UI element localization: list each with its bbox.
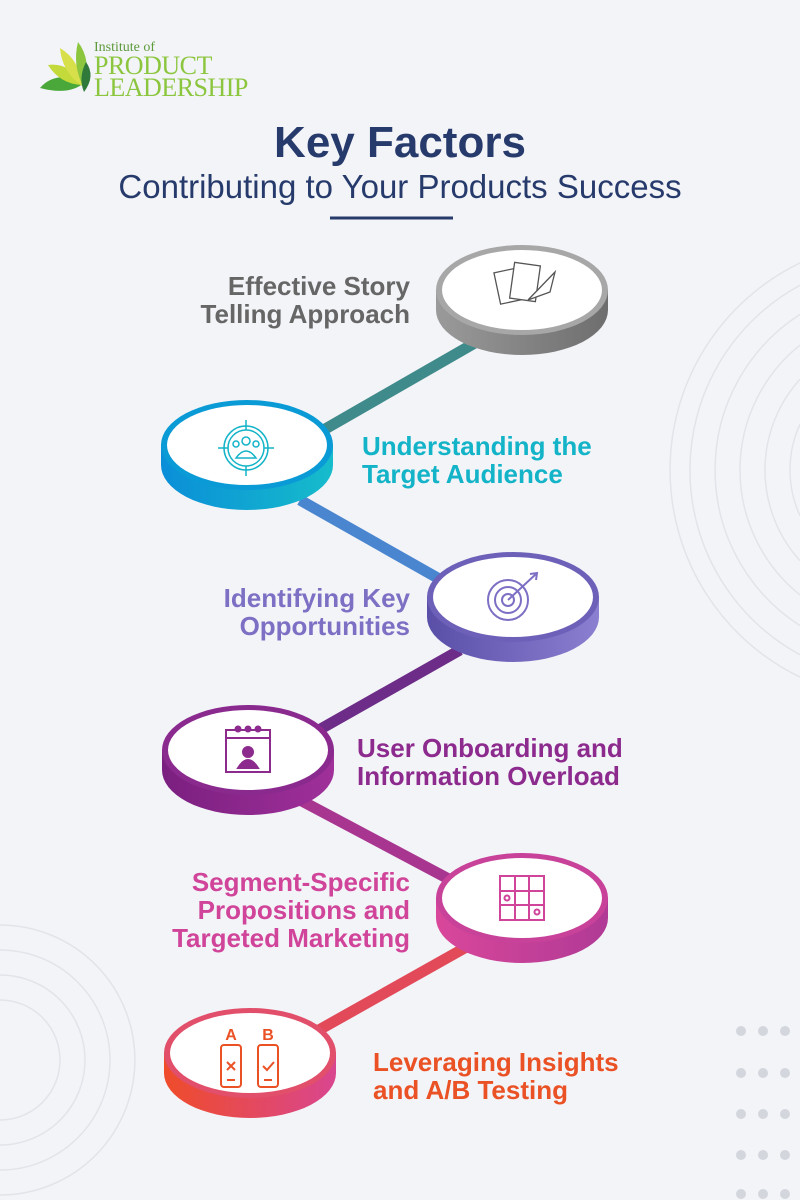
disc-5 bbox=[436, 853, 608, 963]
factor-label-line: Propositions and bbox=[197, 895, 410, 925]
factor-label-line: User Onboarding and bbox=[357, 733, 623, 763]
disc-3 bbox=[427, 552, 599, 662]
factor-label-2: Understanding the Target Audience bbox=[362, 432, 692, 488]
calendar-user-icon bbox=[225, 725, 271, 773]
factor-label-line: Leveraging Insights bbox=[373, 1047, 619, 1077]
factor-label-line: Target Audience bbox=[362, 459, 563, 489]
logo-text-leadership: LEADERSHIP bbox=[94, 73, 248, 102]
factor-label-line: Telling Approach bbox=[200, 299, 410, 329]
factor-label-5: Segment-Specific Propositions and Target… bbox=[80, 868, 410, 952]
ab-icon-b: B bbox=[262, 1027, 274, 1044]
factor-label-line: Information Overload bbox=[357, 761, 620, 791]
disc-2 bbox=[161, 400, 333, 510]
documents-quill-icon bbox=[493, 261, 557, 305]
concentric-arcs-left bbox=[0, 924, 136, 1196]
logo-text-product: PRODUCT bbox=[94, 51, 212, 80]
disc-6 bbox=[164, 1008, 336, 1118]
factor-label-line: Segment-Specific bbox=[191, 867, 410, 897]
target-arrow-icon bbox=[487, 571, 539, 621]
factor-label-3: Identifying Key Opportunities bbox=[80, 584, 410, 640]
logo-text-institute: Institute of bbox=[94, 40, 156, 55]
factor-label-1: Effective Story Telling Approach bbox=[80, 272, 410, 328]
factor-label-4: User Onboarding and Information Overload bbox=[357, 734, 677, 790]
logo-leaf-icon bbox=[40, 42, 91, 92]
concentric-arcs-right bbox=[669, 262, 800, 678]
target-audience-icon bbox=[218, 420, 274, 476]
factor-label-line: Understanding the bbox=[362, 431, 592, 461]
ab-icon-a: A bbox=[225, 1027, 237, 1044]
factor-label-6: Leveraging Insights and A/B Testing bbox=[373, 1048, 703, 1104]
page-subtitle: Contributing to Your Products Success bbox=[118, 168, 682, 205]
factor-label-line: Identifying Key bbox=[223, 583, 410, 613]
page-title: Key Factors bbox=[274, 118, 526, 167]
connectors bbox=[297, 335, 483, 1040]
ab-testing-icon bbox=[220, 1044, 279, 1088]
factor-label-line: Effective Story bbox=[227, 271, 410, 301]
factor-label-line: Targeted Marketing bbox=[172, 923, 410, 953]
factor-label-line: Opportunities bbox=[239, 611, 410, 641]
grid-segment-icon bbox=[499, 875, 545, 921]
factor-label-line: and A/B Testing bbox=[373, 1075, 568, 1105]
dot-grid bbox=[736, 1026, 790, 1199]
